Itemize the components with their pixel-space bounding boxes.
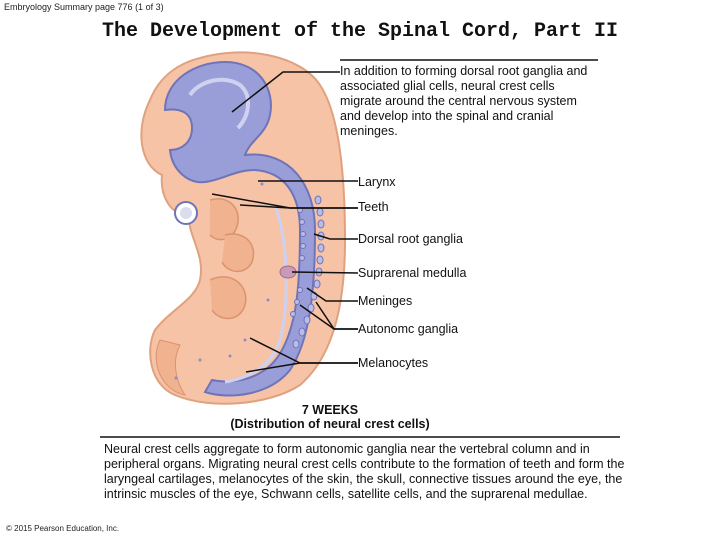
label-melanocytes: Melanocytes: [358, 356, 429, 370]
description-text: Neural crest cells aggregate to form aut…: [104, 442, 625, 501]
embryo-tail: [155, 339, 187, 396]
label-meninges: Meninges: [358, 294, 413, 308]
spinal-lumen: [224, 204, 288, 384]
neural-tube-lumen: [188, 77, 250, 130]
caption-subtitle: (Distribution of neural crest cells): [230, 417, 430, 431]
label-suprarenal-medulla: Suprarenal medulla: [358, 266, 467, 280]
header-note: Embryology Summary page 776 (1 of 3): [4, 2, 164, 12]
label-larynx: Larynx: [358, 175, 396, 189]
autonomic-ganglia: [290, 207, 306, 317]
melanocyte-dots: [174, 182, 270, 380]
callout-text: In addition to forming dorsal root gangl…: [340, 64, 588, 138]
caption-age: 7 WEEKS: [301, 403, 359, 417]
label-autonomic-ganglia: Autonomc ganglia: [358, 322, 459, 336]
limb-bud: [209, 276, 247, 320]
leader-lines: [100, 59, 620, 438]
label-dorsal-root-ganglia: Dorsal root ganglia: [358, 232, 463, 246]
pharyngeal-arches: [209, 198, 239, 241]
figure-caption: 7 WEEKS (Distribution of neural crest ce…: [165, 403, 495, 431]
slide-title: The Development of the Spinal Cord, Part…: [101, 20, 619, 43]
neural-tube: [163, 60, 317, 397]
copyright-note: © 2015 Pearson Education, Inc.: [6, 524, 120, 533]
label-teeth: Teeth: [358, 200, 389, 214]
